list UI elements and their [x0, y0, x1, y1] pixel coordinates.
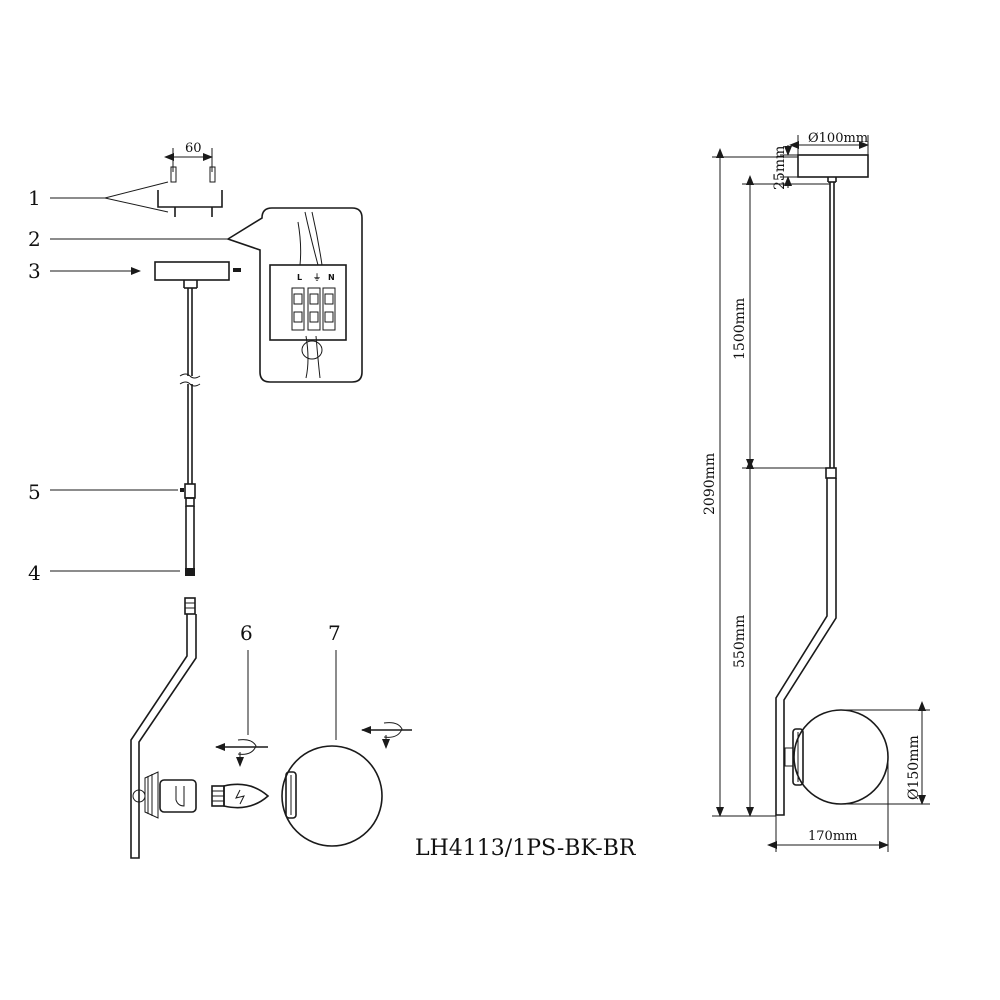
- total-height-dimension: 2090mm: [702, 148, 798, 817]
- callout-2: 2: [28, 227, 41, 251]
- shade-side-view: [784, 709, 889, 805]
- suspension-cable: [179, 288, 201, 484]
- bulb-install-arrow-icon: [215, 739, 268, 767]
- rod-length-label: 550mm: [732, 615, 748, 668]
- screw-spacing-label: 60: [185, 141, 202, 156]
- wiring-detail-box: L ⏚ N: [226, 207, 363, 383]
- projection-dimension: 170mm: [767, 757, 889, 852]
- callout-5: 5: [28, 480, 41, 504]
- lamp-holder: [132, 771, 197, 819]
- cable-length-dimension: 1500mm: [732, 175, 830, 469]
- rod-side-view: [775, 467, 837, 816]
- canopy: [154, 261, 241, 289]
- canopy-diameter-dimension: Ø100mm: [789, 131, 869, 155]
- projection-label: 170mm: [808, 829, 857, 844]
- canopy-height-dimension: 25mm: [772, 145, 798, 190]
- cable-length-label: 1500mm: [732, 298, 748, 360]
- callout-1: 1: [28, 186, 41, 210]
- total-height-label: 2090mm: [702, 453, 718, 515]
- callout-6: 6: [240, 621, 253, 645]
- terminal-label-n: N: [328, 273, 335, 282]
- candle-bulb: [211, 783, 270, 809]
- canopy-height-label: 25mm: [772, 146, 788, 190]
- shade-diameter-dimension: Ø150mm: [841, 701, 930, 805]
- glass-shade: [281, 745, 383, 847]
- callout-7: 7: [328, 621, 341, 645]
- leader-lines: [50, 181, 337, 740]
- stem-assembly: [130, 483, 197, 859]
- rod-length-dimension: 550mm: [732, 459, 754, 817]
- shade-diameter-label: Ø150mm: [906, 735, 922, 800]
- callout-4: 4: [28, 561, 41, 585]
- screw-spacing-dimension: 60: [164, 141, 213, 172]
- terminal-label-l: L: [297, 273, 302, 282]
- shade-install-arrow-icon: [361, 722, 412, 749]
- canopy-diameter-label: Ø100mm: [808, 131, 868, 146]
- terminal-label-earth: ⏚: [313, 273, 321, 282]
- callout-3: 3: [28, 259, 41, 283]
- mounting-screws: [157, 166, 223, 217]
- model-number: LH4113/1PS-BK-BR: [415, 836, 637, 861]
- canopy-side-view: [797, 154, 869, 183]
